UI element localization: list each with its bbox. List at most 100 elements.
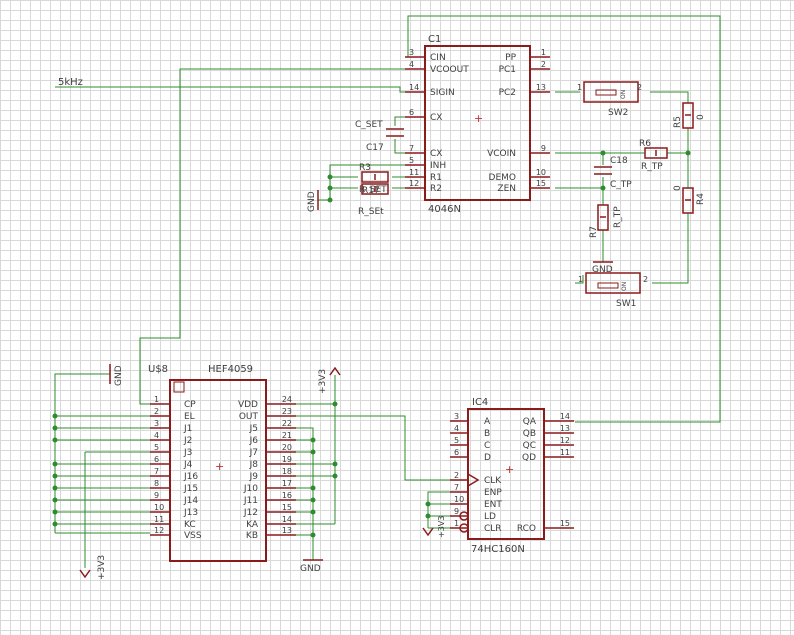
pin-name: B — [484, 429, 490, 439]
pin-number: 15 — [536, 179, 546, 188]
junction-dot — [327, 185, 333, 191]
pin-number: 11 — [560, 448, 570, 457]
resistor-r4[interactable]: 0 R4 — [673, 185, 706, 214]
ic4-74hc160[interactable]: IC4 74HC160N + 3A4B5C6D2CLK7ENP10ENT9LD1… — [450, 397, 574, 555]
wire-vcoout-cp — [139, 68, 405, 405]
wire-sigin — [55, 86, 405, 93]
resistor-r17[interactable]: R17 R_SEt — [358, 183, 389, 217]
u8-value: HEF4059 — [208, 364, 253, 375]
pin-number: 24 — [282, 395, 292, 404]
pin-number: 19 — [282, 455, 292, 464]
gnd-label: GND — [307, 191, 317, 212]
pin-name: QB — [523, 429, 536, 439]
pin-name: CX — [430, 113, 442, 123]
supply-arrow-icon — [79, 569, 91, 579]
ic4-value: 74HC160N — [471, 544, 525, 555]
resistor-r7[interactable]: R7 R_TP — [589, 204, 623, 238]
pin-number: 18 — [282, 467, 292, 476]
capacitor-c18[interactable]: C18 C_TP — [594, 156, 632, 190]
ic1-body — [424, 45, 531, 201]
gnd-label: GND — [592, 265, 613, 275]
pin-name: VCOIN — [487, 149, 516, 159]
pin-number: 4 — [409, 60, 414, 69]
gnd-symbol-sw1: GND — [592, 261, 613, 275]
junction-dot — [600, 150, 606, 156]
pin-name: J2 — [183, 436, 192, 446]
pin-number: 12 — [154, 526, 164, 535]
ic1-4046[interactable]: C1 4046N + 3CIN4VCOOUT14SIGIN6CX7CX5INH1… — [405, 34, 550, 215]
wire-gnd-right — [296, 427, 314, 560]
pin-name: VDD — [238, 400, 258, 410]
supply-arrow-icon — [422, 527, 434, 537]
capacitor-c17[interactable]: C_SET C17 — [355, 120, 404, 153]
sw1-on: ON — [621, 282, 628, 291]
junction-dot — [310, 509, 316, 515]
pin-number: 6 — [454, 448, 459, 457]
pin-name: ENT — [484, 500, 502, 510]
junction-dot — [310, 485, 316, 491]
sw1-body — [585, 272, 641, 294]
switch-sw1[interactable]: 1 2 ON SW1 — [578, 272, 648, 309]
pin-name: J11 — [243, 496, 258, 506]
wire-cx7 — [394, 139, 405, 154]
resistor-r5[interactable]: R5 0 — [673, 102, 706, 129]
junctions — [52, 150, 691, 538]
pin-name: EL — [184, 412, 195, 422]
pin-name: VCOOUT — [430, 65, 469, 75]
junction-dot — [332, 461, 338, 467]
pin-name: J5 — [249, 424, 258, 434]
sw1-actuator — [597, 282, 619, 289]
net-label-5khz: 5kHz — [58, 77, 83, 88]
u8-origin-mark: + — [215, 460, 224, 473]
r3-body — [361, 171, 389, 183]
wire-zen-r7 — [555, 187, 604, 205]
pin-number: 7 — [154, 467, 159, 476]
sw2-pin2: 2 — [637, 83, 642, 92]
pin-name: KA — [246, 520, 259, 530]
pin-number: 13 — [560, 424, 570, 433]
pin-name: ZEN — [497, 184, 516, 194]
pin-name: INH — [430, 161, 446, 171]
pin-number: 10 — [154, 503, 164, 512]
ic4-clock-icon — [467, 473, 480, 487]
r6-name: R6 — [639, 139, 651, 149]
pin-number: 6 — [154, 455, 159, 464]
r5-body — [682, 102, 694, 129]
u8-right-pins: 24VDD23OUT22J521J620J719J818J917J1016J11… — [238, 395, 296, 541]
supply-v33-bottom: +3V3 — [79, 555, 107, 580]
resistor-r6[interactable]: R6 R_TP — [639, 139, 668, 172]
sw2-on: ON — [620, 90, 627, 99]
pin-name: J10 — [243, 484, 258, 494]
u8-hef4059[interactable]: U$8 HEF4059 + 1CP2EL3J14J25J36J47J168J15… — [148, 364, 296, 562]
pin-number: 2 — [454, 471, 459, 480]
junction-dot — [52, 473, 58, 479]
pin-number: 3 — [409, 48, 414, 57]
pin-name: RCO — [517, 524, 536, 534]
pin-name: J15 — [183, 484, 198, 494]
pin-number: 5 — [154, 443, 159, 452]
switch-sw2[interactable]: 1 2 ON SW2 — [577, 81, 642, 118]
ic4-name: IC4 — [472, 397, 488, 408]
junction-dot — [332, 473, 338, 479]
r4-value: 0 — [673, 185, 683, 191]
inversion-bubble-icon — [459, 511, 469, 521]
u8-name: U$8 — [148, 364, 168, 375]
pin-name: SIGIN — [430, 88, 455, 98]
wire-cin-qa — [405, 15, 721, 423]
pin-name: R2 — [430, 184, 442, 194]
ic4-origin-mark: + — [505, 463, 514, 476]
pin-number: 8 — [154, 479, 159, 488]
pin-number: 10 — [536, 168, 546, 177]
pin-number: 14 — [409, 83, 419, 92]
junction-dot — [332, 401, 338, 407]
pin-name: J14 — [183, 496, 198, 506]
resistor-r3[interactable]: R3 R_SET — [359, 163, 389, 195]
pin-number: 5 — [454, 436, 459, 445]
pin-name: A — [484, 417, 491, 427]
junction-dot — [425, 501, 431, 507]
pin-name: CP — [184, 400, 196, 410]
pin-name: R1 — [430, 173, 442, 183]
junction-dot — [52, 521, 58, 527]
